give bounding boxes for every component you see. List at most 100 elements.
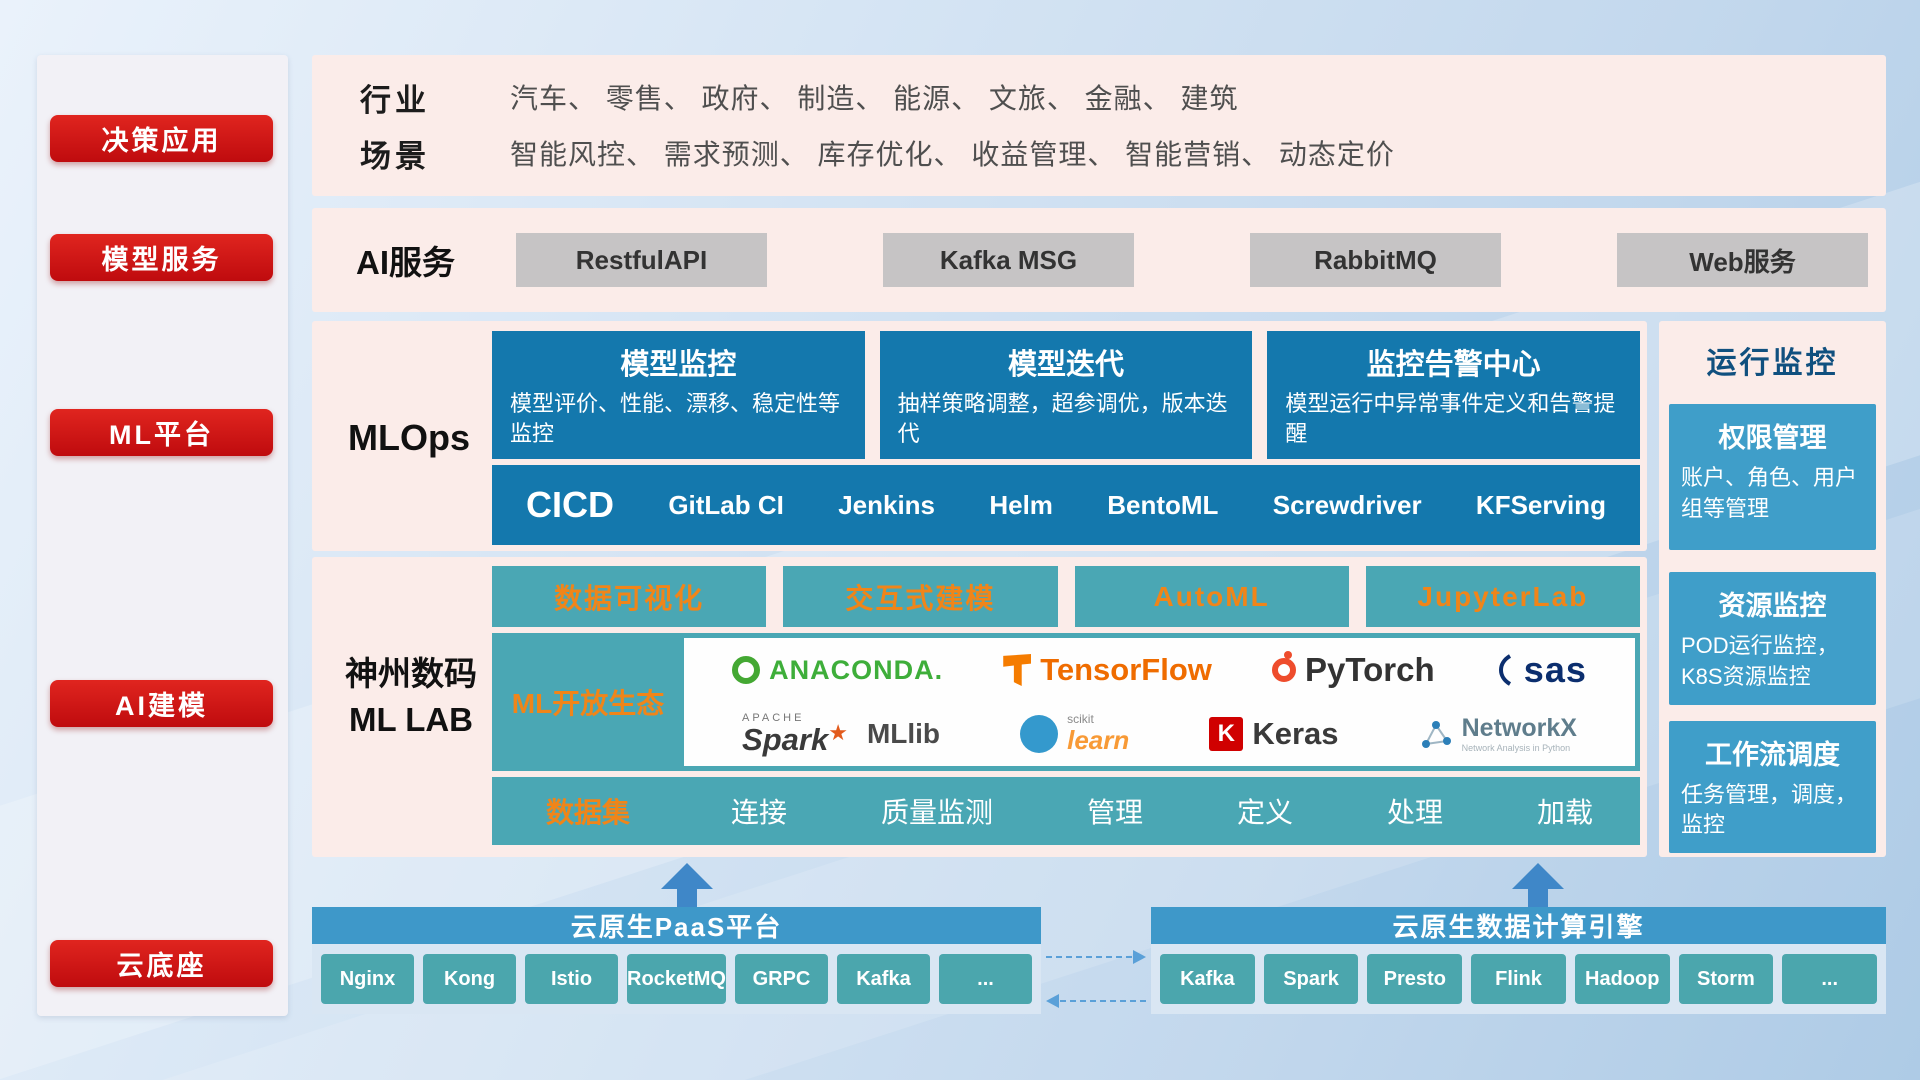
arrow-head-right-icon (1133, 950, 1146, 964)
ai-service-buttons: RestfulAPI Kafka MSG RabbitMQ Web服务 (516, 233, 1868, 287)
ai-service-label: AI服务 (356, 244, 455, 281)
networkx-wordmark: NetworkX (1461, 714, 1577, 743)
ai-service-band: AI服务 RestfulAPI Kafka MSG RabbitMQ Web服务 (312, 208, 1886, 312)
dataset-item-connect: 连接 (730, 797, 787, 828)
presto-box: Presto (1367, 954, 1463, 1004)
kafka-box: Kafka (1160, 954, 1255, 1004)
mllab-label: 神州数码 ML LAB (336, 651, 486, 743)
card-title: 模型迭代 (1008, 349, 1125, 381)
arrow-stem (677, 889, 697, 907)
dashed-arrow-right (1046, 956, 1132, 958)
sas-wordmark: sas (1523, 649, 1587, 690)
kafka-box: Kafka (836, 954, 930, 1004)
cicd-bar: CICD GitLab CI Jenkins Helm BentoML Scre… (492, 465, 1640, 545)
anaconda-icon (732, 656, 761, 684)
kafka-msg-box: Kafka MSG (883, 233, 1134, 287)
mllib-wordmark: MLlib (866, 718, 941, 749)
rocketmq-box: RocketMQ (627, 954, 726, 1004)
workflow-scheduling-card: 工作流调度 任务管理，调度，监控 (1669, 720, 1876, 854)
dataset-items: 连接 质量监测 管理 定义 处理 加载 (684, 791, 1640, 831)
spark-apache-text: APACHE (742, 712, 805, 724)
spark-star-icon: ★ (828, 720, 848, 745)
sidebar-item-cloud-base: 云底座 (50, 940, 273, 987)
cicd-label: CICD (526, 484, 614, 525)
screwdriver-item: Screwdriver (1272, 489, 1422, 520)
engine-buttons: Kafka Spark Presto Flink Hadoop Storm ..… (1151, 944, 1886, 1014)
dashed-arrow-left (1060, 1000, 1146, 1002)
left-sidebar: 决策应用 模型服务 ML平台 AI建模 云底座 (37, 55, 288, 1016)
interactive-modeling-box: 交互式建模 (783, 566, 1058, 627)
tensorflow-logo: TensorFlow (1003, 652, 1212, 688)
kfserving-item: KFServing (1475, 489, 1606, 520)
resource-monitoring-card: 资源监控 POD运行监控，K8S资源监控 (1669, 572, 1876, 705)
spark-wordmark: Spark★ (742, 720, 848, 757)
networkx-icon (1421, 721, 1451, 748)
rabbitmq-box: RabbitMQ (1250, 233, 1501, 287)
bentoml-item: BentoML (1107, 489, 1219, 520)
spark-box: Spark (1263, 954, 1359, 1004)
dataset-row: 数据集 连接 质量监测 管理 定义 处理 加载 (492, 777, 1640, 845)
alert-center-card: 监控告警中心 模型运行中异常事件定义和告警提醒 (1267, 331, 1641, 459)
kong-box: Kong (423, 954, 517, 1004)
pytorch-wordmark: PyTorch (1305, 651, 1435, 688)
sidebar-item-decision-apps: 决策应用 (50, 115, 273, 162)
jenkins-item: Jenkins (838, 489, 936, 520)
scene-label: 场景 (360, 138, 430, 174)
paas-buttons: Nginx Kong Istio RocketMQ GRPC Kafka ... (312, 944, 1041, 1014)
dataset-item-define: 定义 (1236, 797, 1293, 828)
web-service-box: Web服务 (1617, 233, 1868, 287)
keras-icon: K (1209, 717, 1244, 751)
industry-scene-band: 行业 汽车、 零售、 政府、 制造、 能源、 文旅、 金融、 建筑 场景 智能风… (312, 55, 1886, 196)
hadoop-box: Hadoop (1574, 954, 1670, 1004)
dataset-item-process: 处理 (1386, 797, 1443, 828)
flink-box: Flink (1471, 954, 1566, 1004)
more-box: ... (938, 954, 1032, 1004)
tensorflow-wordmark: TensorFlow (1040, 652, 1212, 687)
card-title: 监控告警中心 (1366, 349, 1541, 381)
industry-list: 汽车、 零售、 政府、 制造、 能源、 文旅、 金融、 建筑 (510, 83, 1239, 114)
arrow-head-left-icon (1046, 994, 1059, 1008)
mllab-tools-row: 数据可视化 交互式建模 AutoML JupyterLab (492, 566, 1640, 627)
keras-logo: K Keras (1209, 716, 1339, 752)
data-engine-panel: 云原生数据计算引擎 Kafka Spark Presto Flink Hadoo… (1151, 907, 1886, 1014)
gitlab-ci-item: GitLab CI (668, 489, 784, 520)
industry-label: 行业 (360, 82, 430, 118)
paas-title-bar: 云原生PaaS平台 (312, 907, 1041, 944)
model-iteration-card: 模型迭代 抽样策略调整，超参调优，版本迭代 (879, 331, 1253, 459)
dataset-item-manage: 管理 (1086, 797, 1143, 828)
ml-ecosystem-area: ML开放生态 ANACONDA. TensorFlow PyTorch (492, 633, 1640, 771)
spark-icon: APACHE Spark★ (742, 712, 848, 757)
helm-item: Helm (989, 489, 1053, 520)
networkx-subtitle: Network Analysis in Python (1461, 743, 1571, 754)
mlops-label: MLOps (348, 417, 470, 458)
sas-icon (1498, 654, 1511, 686)
sidebar-item-ml-platform: ML平台 (50, 409, 273, 456)
card-desc: 账户、角色、用户组等管理 (1681, 465, 1858, 521)
sidebar-item-model-service: 模型服务 (50, 234, 273, 281)
arrow-head (661, 863, 713, 889)
more-box: ... (1782, 954, 1878, 1004)
jupyterlab-box: JupyterLab (1365, 566, 1640, 627)
runtime-monitoring-column: 运行监控 权限管理 账户、角色、用户组等管理 资源监控 POD运行监控，K8S资… (1659, 321, 1886, 857)
logo-row-2: APACHE Spark★ MLlib scikit learn K (684, 702, 1635, 766)
networkx-logo: NetworkX Network Analysis in Python (1419, 714, 1577, 753)
industry-row: 行业 汽车、 零售、 政府、 制造、 能源、 文旅、 金融、 建筑 (360, 69, 1886, 125)
scikit-learn-logo: scikit learn (1020, 712, 1129, 755)
runtime-monitoring-title: 运行监控 (1706, 347, 1839, 380)
anaconda-logo: ANACONDA. (732, 655, 943, 686)
pytorch-icon (1272, 651, 1297, 682)
card-title: 工作流调度 (1705, 739, 1840, 770)
tensorflow-icon (1003, 654, 1032, 686)
scene-list: 智能风控、 需求预测、 库存优化、 收益管理、 智能营销、 动态定价 (510, 139, 1395, 170)
pytorch-logo: PyTorch (1272, 651, 1435, 689)
anaconda-wordmark: ANACONDA. (769, 654, 944, 685)
scikit-learn-icon (1020, 715, 1059, 753)
restful-api-box: RestfulAPI (516, 233, 767, 287)
card-title: 资源监控 (1718, 591, 1827, 621)
arrow-head (1512, 863, 1564, 889)
storm-box: Storm (1678, 954, 1774, 1004)
dataset-item-load: 加载 (1536, 797, 1593, 828)
dashed-connectors (1046, 944, 1146, 1014)
automl-box: AutoML (1074, 566, 1349, 627)
card-title: 权限管理 (1718, 423, 1827, 453)
